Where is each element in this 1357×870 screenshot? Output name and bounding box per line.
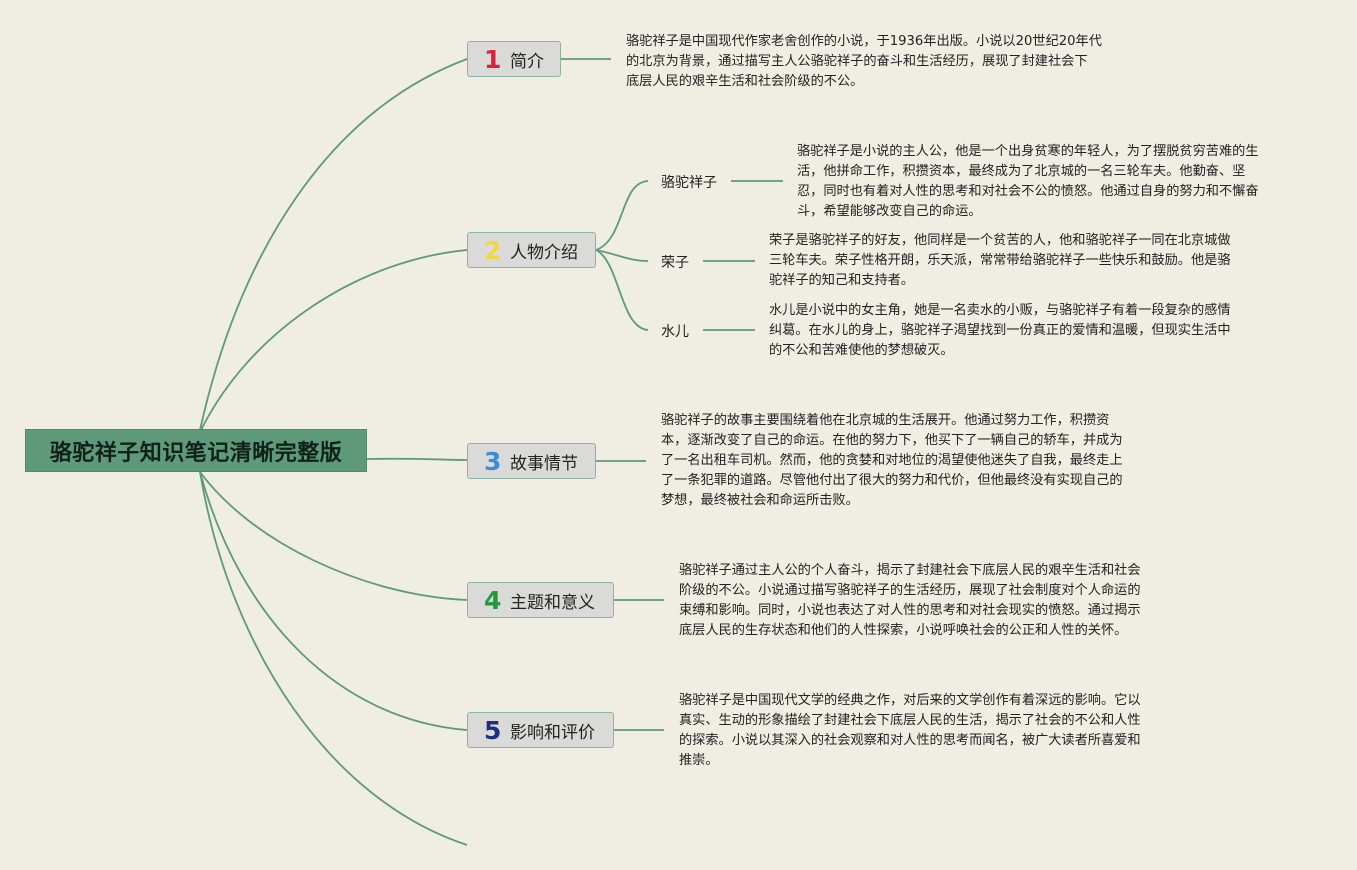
note-line: 活，他拼命工作，积攒资本，最终成为了北京城的一名三轮车夫。他勤奋、坚 <box>797 164 1246 179</box>
note-line: 荣子是骆驼祥子的好友，他同样是一个贫苦的人，他和骆驼祥子一同在北京城做 <box>769 233 1231 248</box>
note-line: 骆驼祥子是中国现代作家老舍创作的小说，于1936年出版。小说以20世纪20年代 <box>626 34 1102 49</box>
note-plot: 骆驼祥子的故事主要围绕着他在北京城的生活展开。他通过努力工作，积攒资 本，逐渐改… <box>661 411 1123 511</box>
note-line: 底层人民的艰辛生活和社会阶级的不公。 <box>626 74 864 89</box>
note-line: 阶级的不公。小说通过描写骆驼祥子的生活经历，展现了社会制度对个人命运的 <box>679 583 1141 598</box>
subtopic-rongzi[interactable]: 荣子 <box>661 255 689 271</box>
note-line: 梦想，最终被社会和命运所击败。 <box>661 493 859 508</box>
subtopic-xiangzi[interactable]: 骆驼祥子 <box>661 175 717 191</box>
note-line: 骆驼祥子的故事主要围绕着他在北京城的生活展开。他通过努力工作，积攒资 <box>661 413 1110 428</box>
note-line: 真实、生动的形象描绘了封建社会下底层人民的生活，揭示了社会的不公和人性 <box>679 713 1141 728</box>
subtopic-shuier[interactable]: 水儿 <box>661 324 689 340</box>
note-line: 驼祥子的知己和支持者。 <box>769 273 915 288</box>
note-line: 了一条犯罪的道路。尽管他付出了很大的努力和代价，但他最终没有实现自己的 <box>661 473 1123 488</box>
note-line: 的不公和苦难使他的梦想破灭。 <box>769 343 954 358</box>
note-line: 忍，同时也有着对人性的思考和对社会不公的愤怒。他通过自身的努力和不懈奋 <box>797 184 1259 199</box>
topic-number-3: 3 <box>484 446 502 476</box>
note-shuier: 水儿是小说中的女主角，她是一名卖水的小贩，与骆驼祥子有着一段复杂的感情 纠葛。在… <box>769 301 1231 361</box>
note-line: 水儿是小说中的女主角，她是一名卖水的小贩，与骆驼祥子有着一段复杂的感情 <box>769 303 1231 318</box>
note-line: 斗，希望能够改变自己的命运。 <box>797 204 982 219</box>
note-intro: 骆驼祥子是中国现代作家老舍创作的小说，于1936年出版。小说以20世纪20年代 … <box>626 32 1102 92</box>
topic-characters[interactable]: 2 人物介绍 <box>467 232 596 268</box>
note-line: 推崇。 <box>679 753 719 768</box>
topic-impact[interactable]: 5 影响和评价 <box>467 712 614 748</box>
note-line: 骆驼祥子通过主人公的个人奋斗，揭示了封建社会下底层人民的艰辛生活和社会 <box>679 563 1141 578</box>
topic-number-4: 4 <box>484 585 502 615</box>
root-topic[interactable]: 骆驼祥子知识笔记清晰完整版 <box>25 429 367 472</box>
note-line: 本，逐渐改变了自己的命运。在他的努力下，他买下了一辆自己的轿车，并成为 <box>661 433 1123 448</box>
topic-theme[interactable]: 4 主题和意义 <box>467 582 614 618</box>
note-rongzi: 荣子是骆驼祥子的好友，他同样是一个贫苦的人，他和骆驼祥子一同在北京城做 三轮车夫… <box>769 231 1231 291</box>
note-impact: 骆驼祥子是中国现代文学的经典之作，对后来的文学创作有着深远的影响。它以 真实、生… <box>679 691 1141 771</box>
topic-intro[interactable]: 1 简介 <box>467 41 561 77</box>
note-line: 骆驼祥子是小说的主人公，他是一个出身贫寒的年轻人，为了摆脱贫穷苦难的生 <box>797 144 1259 159</box>
note-line: 底层人民的生存状态和他们的人性探索，小说呼唤社会的公正和人性的关怀。 <box>679 623 1128 638</box>
note-line: 了一名出租车司机。然而，他的贪婪和对地位的渴望使他迷失了自我，最终走上 <box>661 453 1123 468</box>
note-theme: 骆驼祥子通过主人公的个人奋斗，揭示了封建社会下底层人民的艰辛生活和社会 阶级的不… <box>679 561 1141 641</box>
note-line: 纠葛。在水儿的身上，骆驼祥子渴望找到一份真正的爱情和温暖，但现实生活中 <box>769 323 1231 338</box>
note-xiangzi: 骆驼祥子是小说的主人公，他是一个出身贫寒的年轻人，为了摆脱贫穷苦难的生 活，他拼… <box>797 142 1259 222</box>
topic-label: 人物介绍 <box>510 242 578 263</box>
topic-label: 影响和评价 <box>510 722 595 743</box>
topic-label: 故事情节 <box>510 453 578 474</box>
topic-number-2: 2 <box>484 235 502 265</box>
topic-number-5: 5 <box>484 715 502 745</box>
topic-label: 简介 <box>510 51 544 72</box>
note-line: 的北京为背景，通过描写主人公骆驼祥子的奋斗和生活经历，展现了封建社会下 <box>626 54 1088 69</box>
note-line: 的探索。小说以其深入的社会观察和对人性的思考而闻名，被广大读者所喜爱和 <box>679 733 1141 748</box>
note-line: 束缚和影响。同时，小说也表达了对人性的思考和对社会现实的愤怒。通过揭示 <box>679 603 1141 618</box>
topic-label: 主题和意义 <box>510 592 595 613</box>
topic-plot[interactable]: 3 故事情节 <box>467 443 596 479</box>
note-line: 骆驼祥子是中国现代文学的经典之作，对后来的文学创作有着深远的影响。它以 <box>679 693 1141 708</box>
root-topic-label: 骆驼祥子知识笔记清晰完整版 <box>49 440 343 466</box>
note-line: 三轮车夫。荣子性格开朗，乐天派，常常带给骆驼祥子一些快乐和鼓励。他是骆 <box>769 253 1231 268</box>
topic-number-1: 1 <box>484 44 502 74</box>
